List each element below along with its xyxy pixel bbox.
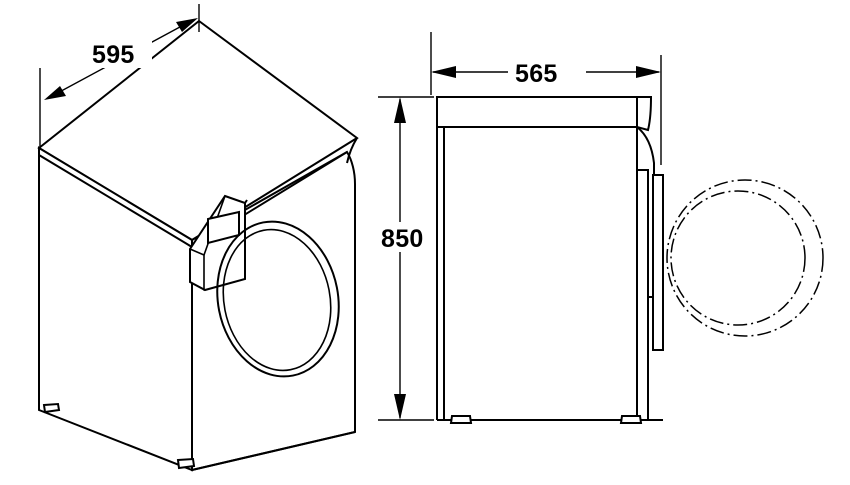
door-porthole-outer — [216, 220, 340, 378]
leveling-foot-rear-left — [42, 402, 61, 414]
dimension-595: 595 — [39, 4, 200, 148]
front-bottom-edge — [191, 431, 356, 471]
dim-595-arrow-left — [44, 86, 66, 100]
leveling-foot-front-left — [176, 457, 196, 470]
dim-565-arrow-left — [431, 66, 456, 78]
dim-565-label: 565 — [515, 60, 558, 88]
dim-595-label-bg — [86, 38, 152, 68]
dim-565-arrow-right — [636, 66, 661, 78]
top-lid-right-end — [636, 96, 653, 132]
dim-850-label-bg — [378, 222, 426, 252]
dim-595-arrow-right — [176, 18, 198, 32]
dim-565-label-bg — [508, 57, 586, 87]
fascia-edge — [244, 199, 248, 204]
side-view — [436, 96, 824, 424]
door-edge-strip — [652, 174, 664, 351]
top-panel-rear-right-curve — [346, 137, 358, 164]
front-fascia-band — [636, 169, 649, 421]
dimension-565: 565 — [430, 32, 662, 165]
dim-595-label: 595 — [92, 41, 135, 69]
dim-850-label: 850 — [381, 225, 424, 253]
door-porthole-inner — [222, 228, 332, 372]
dimension-850: 850 — [378, 96, 434, 421]
dim-850-arrow-top — [394, 97, 406, 123]
isometric-view — [37, 19, 359, 472]
cabinet-body — [443, 126, 638, 421]
dim-850-arrow-bottom — [394, 394, 406, 420]
door-swing-arc-inner — [670, 190, 806, 326]
side-foot-front — [619, 415, 643, 424]
door-swing-arc-outer — [666, 179, 824, 337]
top-lid-slab — [436, 96, 638, 128]
side-foot-rear — [449, 415, 473, 424]
